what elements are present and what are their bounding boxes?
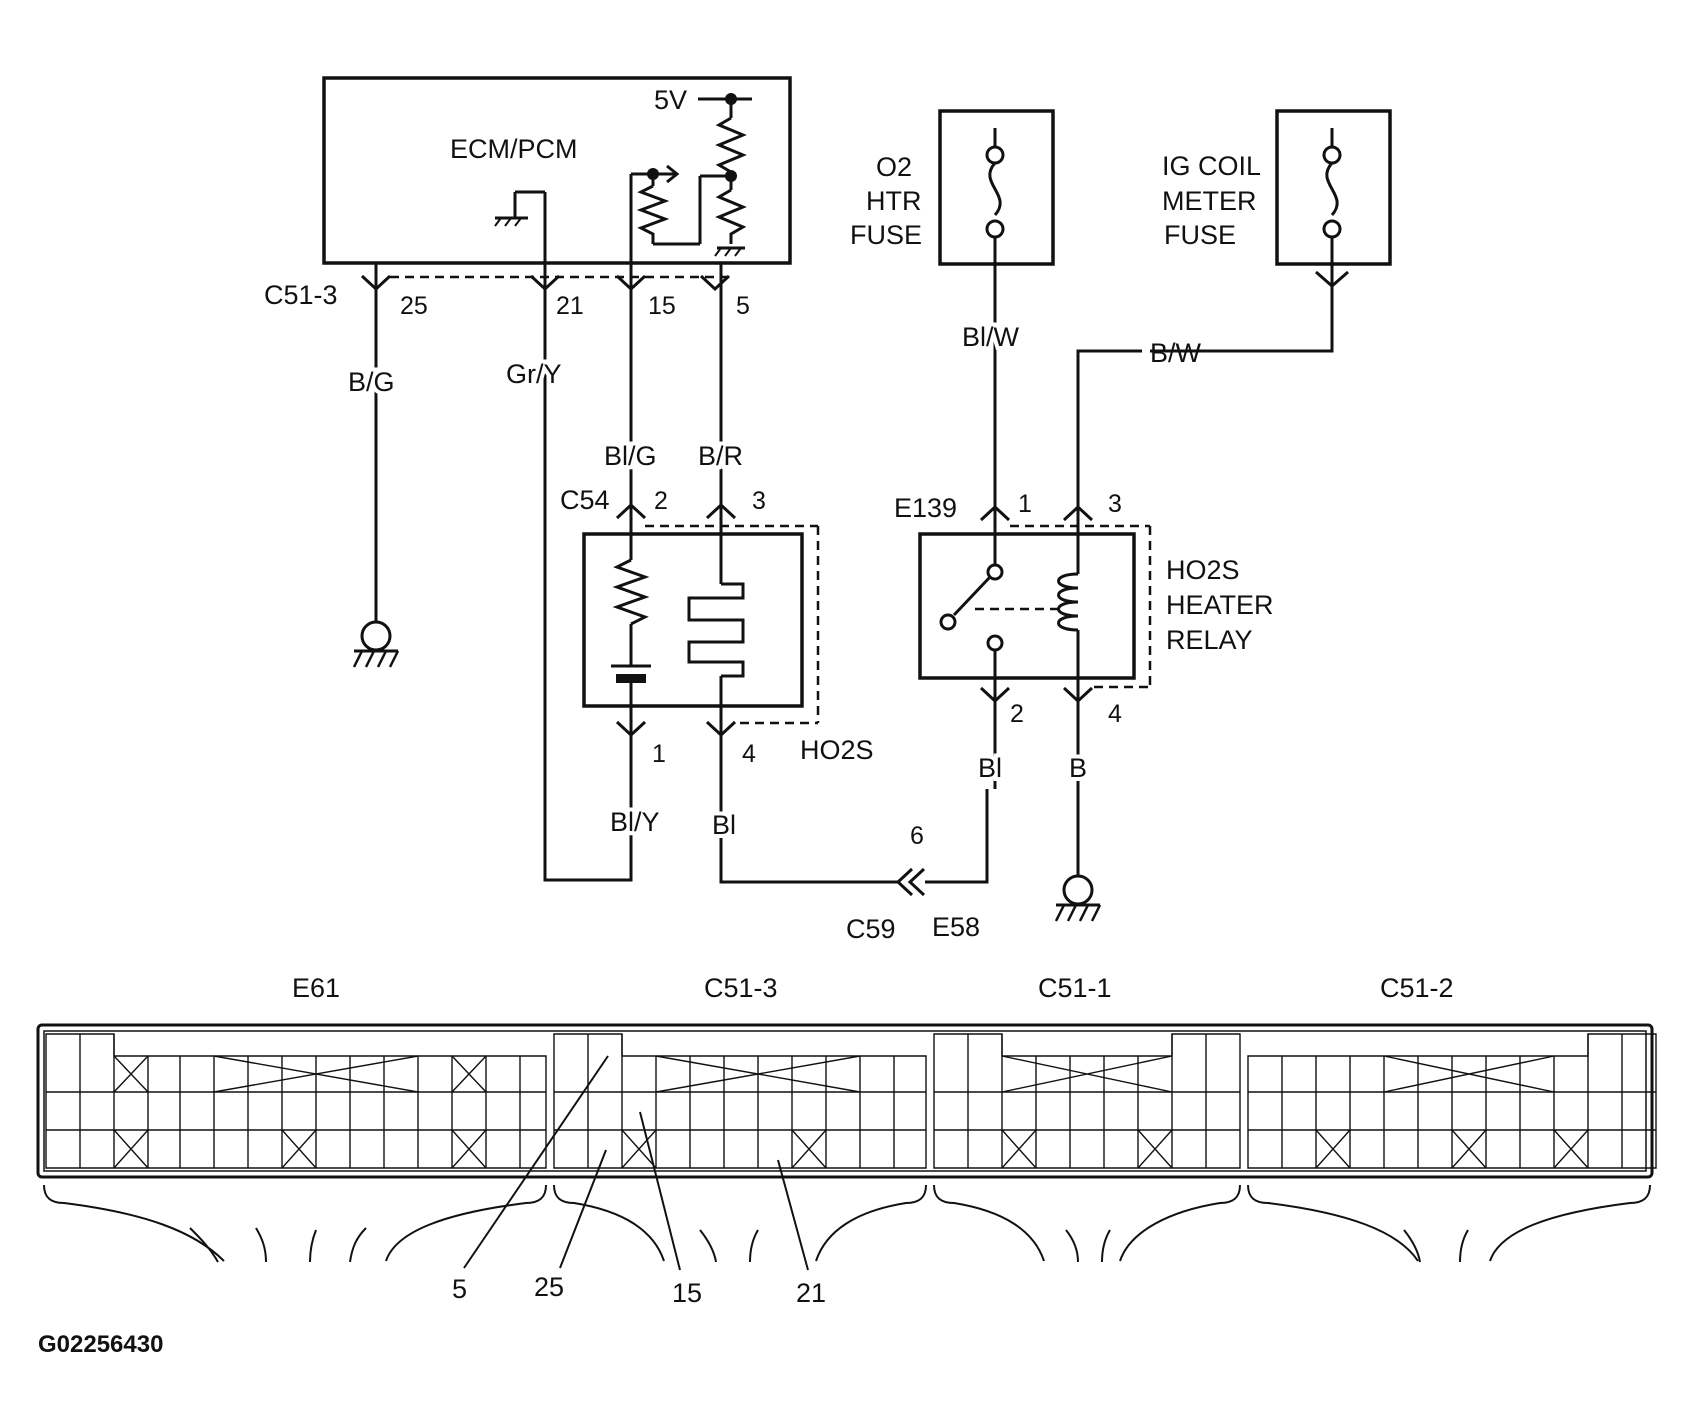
ig-fuse-label-1: IG COIL	[1162, 151, 1261, 181]
ho2s-pin-3: 3	[752, 487, 766, 515]
wire-label-relay-bl: Bl	[978, 753, 1002, 783]
ground-icon	[1054, 874, 1102, 923]
o2-fuse-label-3: FUSE	[850, 220, 922, 250]
ecm-pin-25: 25	[400, 292, 428, 320]
ho2s-pin-2: 2	[654, 487, 668, 515]
ig-fuse-label-2: METER	[1162, 186, 1257, 216]
callout-pin-5: 5	[452, 1274, 467, 1304]
callout-pin-21: 21	[796, 1278, 826, 1308]
figure-id: G02256430	[38, 1331, 163, 1358]
ho2s-label: HO2S	[800, 735, 874, 765]
ecm-pcm-module: ECM/PCM 5V	[322, 76, 792, 280]
ig-coil-meter-fuse: IG COIL METER FUSE	[1162, 109, 1392, 288]
ground-icon	[352, 620, 400, 669]
relay-pin-2: 2	[1010, 700, 1024, 728]
ecm-pin-21: 21	[556, 292, 584, 320]
callout-pin-25: 25	[534, 1272, 564, 1302]
relay-label-3: RELAY	[1166, 625, 1253, 655]
relay-connector-label: E139	[894, 493, 957, 523]
ho2s-pin-4: 4	[742, 740, 756, 768]
connector-label-c51-3: C51-3	[704, 973, 778, 1003]
connector-label-c51-2: C51-2	[1380, 973, 1454, 1003]
connector-label-e61: E61	[292, 973, 340, 1003]
ho2s-connector-label: C54	[560, 485, 610, 515]
wire-label-relay-b: B	[1069, 753, 1087, 783]
wire-label-bl-w: Bl/W	[962, 322, 1020, 352]
o2-htr-fuse: O2 HTR FUSE	[850, 109, 1055, 266]
ecm-pin-5: 5	[736, 292, 750, 320]
relay-label-1: HO2S	[1166, 555, 1240, 585]
ho2s-heater-relay: E139 1 3 HO2S HEATER RELAY 2 4	[894, 490, 1274, 882]
joint-pin-6: 6	[910, 822, 924, 850]
o2-fuse-label-2: HTR	[866, 186, 922, 216]
relay-pin-3: 3	[1108, 490, 1122, 518]
joint-label-e58: E58	[932, 912, 980, 942]
relay-pin-1: 1	[1018, 490, 1032, 518]
callout-pin-15: 15	[672, 1278, 702, 1308]
ho2s-pin-1: 1	[652, 740, 666, 768]
wire-label-bl-y: Bl/Y	[610, 807, 660, 837]
wire-label-gr-y: Gr/Y	[506, 359, 562, 389]
ecm-pin-15: 15	[648, 292, 676, 320]
wire-label-bl: Bl	[712, 810, 736, 840]
o2-fuse-label-1: O2	[876, 152, 912, 182]
ecm-connector-face-view: E61 C51-3 C51-1 C51-2	[36, 973, 1657, 1308]
wire-label-bl-g: Bl/G	[604, 441, 657, 471]
wire-label-b-g: B/G	[348, 367, 395, 397]
joint-label-c59: C59	[846, 914, 896, 944]
ecm-connector-c51-3: C51-3 25 21 15 5	[264, 274, 750, 320]
wire-label-b-r: B/R	[698, 441, 743, 471]
supply-voltage-label: 5V	[654, 85, 687, 115]
relay-pin-4: 4	[1108, 700, 1122, 728]
joint-connector: 6 C59 E58	[846, 822, 980, 944]
relay-label-2: HEATER	[1166, 590, 1274, 620]
ig-fuse-label-3: FUSE	[1164, 220, 1236, 250]
connector-c51-3-label: C51-3	[264, 280, 338, 310]
ecm-label: ECM/PCM	[450, 134, 578, 164]
wire-label-b-w: B/W	[1150, 338, 1202, 368]
wire-pin21	[543, 263, 633, 882]
connector-label-c51-1: C51-1	[1038, 973, 1112, 1003]
